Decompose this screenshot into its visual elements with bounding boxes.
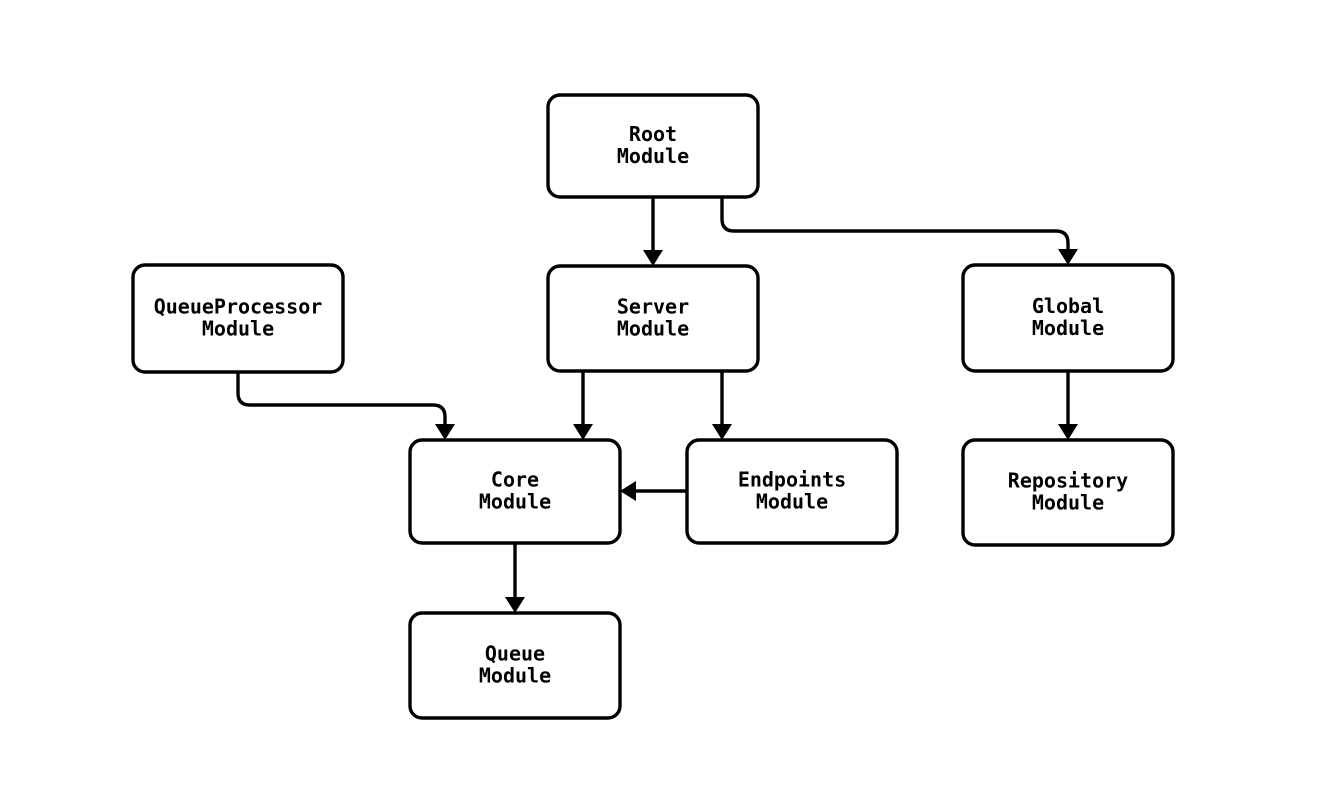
node-label-line2: Module bbox=[202, 316, 274, 340]
node-label-line1: Repository bbox=[1008, 468, 1128, 492]
node-box[interactable] bbox=[131, 263, 345, 374]
arrow-head-icon bbox=[1058, 424, 1078, 440]
node-label-line1: Root bbox=[629, 122, 677, 146]
node-label-line1: QueueProcessor bbox=[154, 294, 323, 318]
edge-server-to-endpoints bbox=[712, 371, 732, 440]
node-box[interactable] bbox=[546, 93, 760, 199]
arrow-head-icon bbox=[620, 481, 636, 501]
node-label-line2: Module bbox=[617, 316, 689, 340]
node-label-line2: Module bbox=[617, 144, 689, 168]
edge-line bbox=[236, 372, 447, 424]
node-label-line1: Global bbox=[1032, 294, 1104, 318]
node-label-line1: Server bbox=[617, 294, 689, 318]
arrow-head-icon bbox=[1058, 249, 1078, 265]
node-box[interactable] bbox=[961, 438, 1175, 547]
node-box[interactable] bbox=[408, 438, 622, 545]
arrow-head-icon bbox=[435, 424, 455, 440]
edge-root-to-server bbox=[643, 197, 663, 266]
node-label-line2: Module bbox=[479, 489, 551, 513]
node-label-line2: Module bbox=[479, 663, 551, 687]
edges-layer bbox=[236, 197, 1078, 613]
edge-server-to-core bbox=[573, 371, 593, 440]
node-box[interactable] bbox=[685, 438, 899, 545]
arrow-head-icon bbox=[712, 424, 732, 440]
edge-global-to-repository bbox=[1058, 371, 1078, 440]
node-label-line2: Module bbox=[1032, 316, 1104, 340]
edge-core-to-queue bbox=[505, 543, 525, 613]
arrow-head-icon bbox=[505, 597, 525, 613]
edge-endpoints-to-core bbox=[620, 481, 687, 501]
node-label-line2: Module bbox=[1032, 490, 1104, 514]
node-box[interactable] bbox=[546, 264, 760, 373]
node-box[interactable] bbox=[408, 611, 622, 720]
edge-queueprocessor-to-core bbox=[236, 372, 455, 440]
arrow-head-icon bbox=[573, 424, 593, 440]
node-label-line1: Core bbox=[491, 467, 539, 491]
edge-root-to-global bbox=[720, 197, 1078, 265]
node-label-line1: Queue bbox=[485, 641, 545, 665]
node-label-line1: Endpoints bbox=[738, 467, 846, 491]
arrow-head-icon bbox=[643, 250, 663, 266]
node-box[interactable] bbox=[961, 263, 1175, 373]
node-label-line2: Module bbox=[756, 489, 828, 513]
edge-line bbox=[720, 197, 1070, 249]
